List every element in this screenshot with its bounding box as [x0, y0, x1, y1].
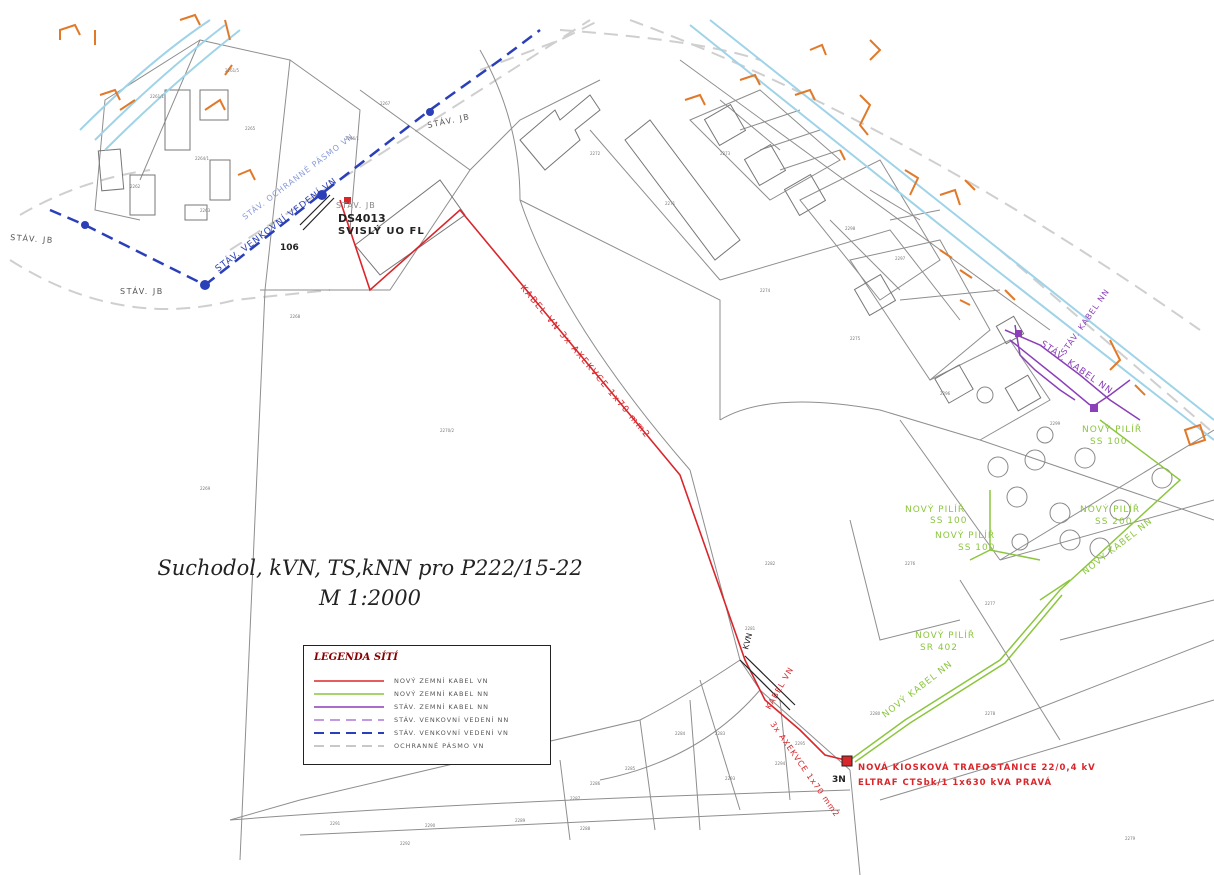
parcel-number: 2278 — [985, 711, 996, 716]
label-ss200: SS 200 — [1095, 517, 1132, 527]
label-3n: 3N — [832, 775, 846, 785]
label-kvn-tag: KVN — [741, 632, 754, 650]
parcel-number: 2288 — [580, 826, 591, 831]
parcel-number: 2280 — [870, 711, 881, 716]
label-sr402: SR 402 — [920, 643, 958, 653]
label-pole-code: DS4013 — [338, 212, 386, 225]
parcel-number: 2272 — [590, 151, 601, 156]
existing-nn-cable — [1004, 324, 1141, 421]
label-stav-jb-mid: STÁV. JB — [336, 199, 376, 210]
buildings — [97, 89, 1042, 412]
parcel-number: 2294 — [775, 761, 786, 766]
label-ss100-1: SS 100 — [930, 516, 967, 526]
map-scale: M 1:2000 — [318, 586, 422, 610]
legend-label: STÁV. VENKOVNÍ VEDENÍ NN — [394, 716, 510, 724]
parcel-number: 2269 — [200, 486, 211, 491]
parcel-number: 2287 — [570, 796, 581, 801]
parcel-number: 2295 — [795, 741, 806, 746]
legend-item: NOVÝ ZEMNÍ KABEL VN — [312, 676, 544, 686]
parcel-number: 2293 — [725, 776, 736, 781]
cable-crossings — [299, 194, 796, 711]
parcel-number: 2292 — [400, 841, 411, 846]
parcel-number: 2276 — [905, 561, 916, 566]
blue-poles — [81, 108, 434, 290]
legend-label: STÁV. VENKOVNÍ VEDENÍ VN — [394, 729, 509, 737]
legend-title: LEGENDA SÍTÍ — [314, 652, 398, 663]
label-novy-pilir-5: NOVÝ PILÍŘ — [915, 629, 975, 641]
parcel-number: 2262 — [130, 184, 141, 189]
label-ts-line2: ELTRAF CTSbk/1 1x630 kVA PRAVÁ — [858, 776, 1052, 788]
parcel-number: 2299 — [1050, 421, 1061, 426]
legend-item: OCHRANNÉ PÁSMO VN — [312, 741, 544, 751]
parcel-number: 2283 — [715, 731, 726, 736]
label-ss100-4: SS 100 — [1090, 437, 1127, 447]
label-svislo: SVISLÝ UO FL — [338, 224, 425, 237]
parcel-number: 2291 — [330, 821, 341, 826]
parcel-number: 2290 — [425, 823, 436, 828]
label-stav-jb-left: STÁV. JB — [10, 231, 54, 245]
map-labels: STÁV. JB STÁV. JB STÁV. JB STÁV. JB STÁV… — [10, 110, 1155, 819]
trees — [976, 386, 1173, 559]
label-novy-pilir-2: NOVÝ PILÍŘ — [935, 529, 995, 541]
parcel-number: 2270/2 — [440, 428, 455, 433]
parcel-number: 2277 — [985, 601, 996, 606]
parcel-number: 2281 — [745, 626, 756, 631]
label-kabel-vn-long: KABEL VN 3x AXEKVCE 1x70 mm2 — [518, 284, 652, 441]
parcel-number: 2284 — [675, 731, 686, 736]
parcel-number: 2298 — [845, 226, 856, 231]
road-lines — [79, 19, 1214, 441]
parcel-number: 2267 — [380, 101, 391, 106]
parcel-number: 2286 — [590, 781, 601, 786]
parcel-number: 2268 — [290, 314, 301, 319]
legend-label: STÁV. ZEMNÍ KABEL NN — [394, 703, 489, 711]
map-title: Suchodol, kVN, TS,kNN pro P222/15-22 — [157, 556, 583, 580]
transformer-station — [344, 197, 1098, 767]
parcel-number: 2296 — [940, 391, 951, 396]
parcel-boundaries — [94, 39, 1214, 875]
protection-zone-lines — [9, 19, 1211, 431]
new-nn-cable — [849, 419, 1182, 763]
legend-item: NOVÝ ZEMNÍ KABEL NN — [312, 689, 544, 699]
label-stav-jb-lower: STÁV. JB — [120, 285, 164, 296]
legend-label: NOVÝ ZEMNÍ KABEL NN — [394, 690, 489, 698]
parcel-number: 2279 — [1125, 836, 1136, 841]
legend-item: STÁV. ZEMNÍ KABEL NN — [312, 702, 544, 712]
parcel-number: 2285 — [625, 766, 636, 771]
legend-item: STÁV. VENKOVNÍ VEDENÍ VN — [312, 728, 544, 738]
parcel-number: 2265 — [245, 126, 256, 131]
label-novy-pilir-3: NOVÝ PILÍŘ — [1080, 503, 1140, 515]
parcel-numbers: 2261/1 2261/5 2262 2264/1 2263 2265 2266… — [130, 68, 1136, 846]
cadastral-markers — [59, 13, 1207, 447]
parcel-number: 2274 — [760, 288, 771, 293]
legend-item: STÁV. VENKOVNÍ VEDENÍ NN — [312, 715, 544, 725]
parcel-number: 2297 — [895, 256, 906, 261]
label-novy-pilir-1: NOVÝ PILÍŘ — [905, 503, 965, 515]
parcel-number: 2264/1 — [195, 156, 210, 161]
label-novy-pilir-4: NOVÝ PILÍŘ — [1082, 423, 1142, 435]
parcel-number: 2266/1 — [345, 136, 360, 141]
parcel-number: 2289 — [515, 818, 526, 823]
label-novy-kabel-nn-1: NOVÝ KABEL NN — [879, 658, 954, 721]
parcel-number: 2271 — [665, 201, 676, 206]
label-stav-kabel-nn: STÁV. KABEL NN — [1038, 338, 1115, 397]
legend-label: OCHRANNÉ PÁSMO VN — [394, 742, 485, 750]
legend-label: NOVÝ ZEMNÍ KABEL VN — [394, 677, 489, 685]
label-ts-line1: NOVÁ KIOSKOVÁ TRAFOSTANICE 22/0,4 kV — [858, 761, 1096, 773]
parcel-number: 2273 — [720, 151, 731, 156]
new-vn-cable — [339, 199, 846, 761]
legend: LEGENDA SÍTÍ NOVÝ ZEMNÍ KABEL VN NOVÝ ZE… — [303, 645, 551, 765]
label-106: 106 — [280, 243, 299, 253]
parcel-number: 2263 — [200, 208, 211, 213]
parcel-number: 2261/5 — [225, 68, 240, 73]
parcel-number: 2282 — [765, 561, 776, 566]
label-ss100-2: SS 100 — [958, 543, 995, 553]
parcel-number: 2275 — [850, 336, 861, 341]
label-stav-kabel-nn-2: STÁV. KABEL NN — [1058, 286, 1112, 356]
parcel-number: 2261/1 — [150, 94, 165, 99]
